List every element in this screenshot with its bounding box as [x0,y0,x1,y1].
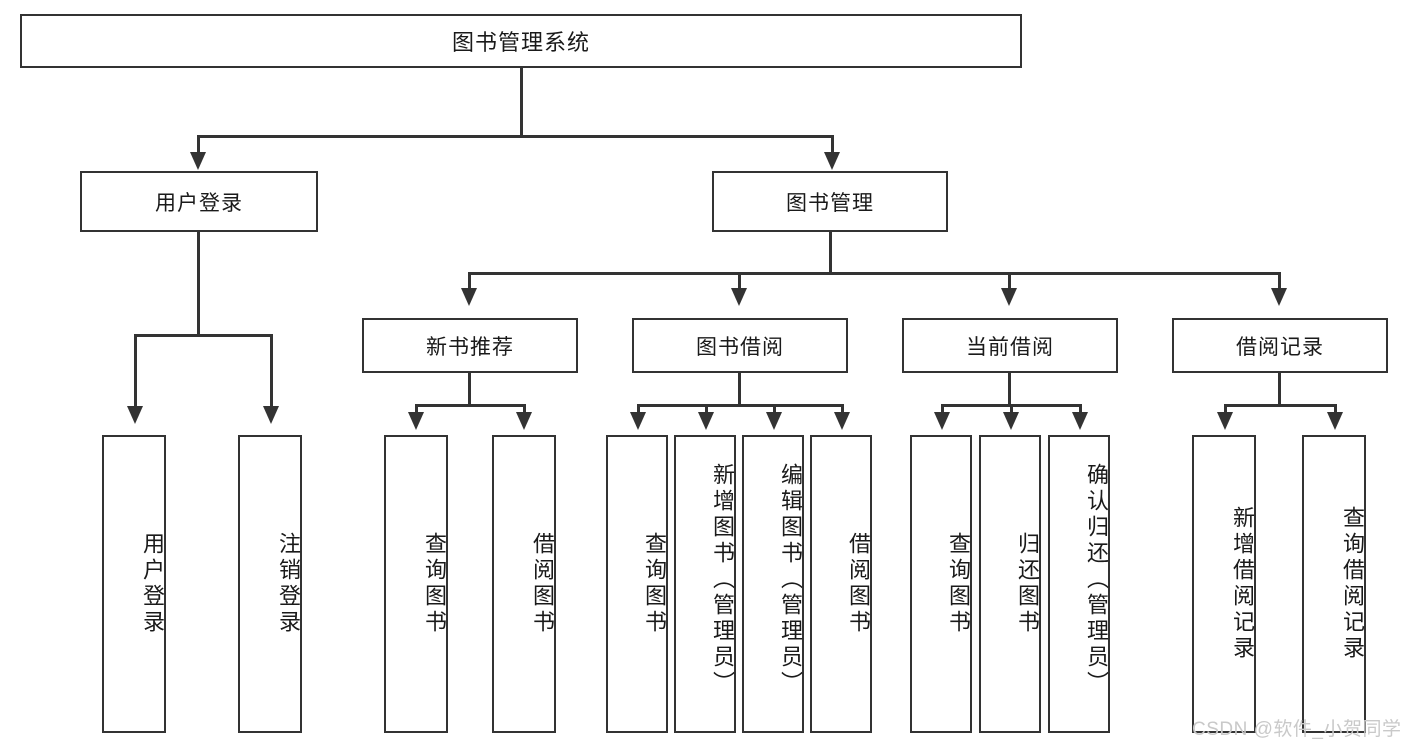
connector-user-login-trunk [197,232,200,336]
connector-book-borrow-split-bar [637,404,844,407]
connector-borrow-record-split-bar [1224,404,1336,407]
connector-current-borrow-l3 [1079,404,1082,418]
connector-root-split-bar [197,135,834,138]
connector-root-to-book-mgmt [831,135,834,159]
connector-new-book-l1 [415,404,418,418]
arrow-down-icon [934,412,950,430]
node-new-book-recommend[interactable]: 新书推荐 [362,318,578,373]
connector-current-borrow-l1 [941,404,944,418]
arrow-down-icon [1271,288,1287,306]
connector-borrow-record-trunk [1278,373,1281,406]
arrow-down-icon [1001,288,1017,306]
leaf-book-borrow-query[interactable]: 查询图书 [606,435,668,733]
connector-book-mgmt-c2 [738,272,741,294]
connector-current-borrow-l2 [1010,404,1013,418]
leaf-user-login-login[interactable]: 用户登录 [102,435,166,733]
connector-book-borrow-l3 [773,404,776,418]
leaf-book-borrow-add[interactable]: 新增图书（管理员） [674,435,736,733]
leaf-new-book-query[interactable]: 查询图书 [384,435,448,733]
connector-book-borrow-l1 [637,404,640,418]
arrow-down-icon [516,412,532,430]
arrow-down-icon [461,288,477,306]
connector-new-book-l2 [523,404,526,418]
arrow-down-icon [1072,412,1088,430]
node-root-system[interactable]: 图书管理系统 [20,14,1022,68]
arrow-down-icon [698,412,714,430]
connector-borrow-record-l2 [1334,404,1337,418]
connector-user-login-right [270,334,273,412]
leaf-borrow-record-add[interactable]: 新增借阅记录 [1192,435,1256,733]
connector-root-trunk [520,68,523,137]
connector-book-mgmt-c4 [1278,272,1281,294]
connector-new-book-split-bar [415,404,525,407]
leaf-current-borrow-return[interactable]: 归还图书 [979,435,1041,733]
arrow-down-icon [1217,412,1233,430]
arrow-down-icon [408,412,424,430]
leaf-current-borrow-query[interactable]: 查询图书 [910,435,972,733]
connector-book-mgmt-c3 [1008,272,1011,294]
arrow-down-icon [127,406,143,424]
connector-root-to-user-login [197,135,200,159]
watermark-text: CSDN @软件_小贺同学 [1192,719,1402,740]
node-book-management[interactable]: 图书管理 [712,171,948,232]
leaf-borrow-record-query[interactable]: 查询借阅记录 [1302,435,1366,733]
arrow-down-icon [190,152,206,170]
node-book-borrow[interactable]: 图书借阅 [632,318,848,373]
arrow-down-icon [1003,412,1019,430]
arrow-down-icon [834,412,850,430]
arrow-down-icon [731,288,747,306]
arrow-down-icon [1327,412,1343,430]
node-current-borrow[interactable]: 当前借阅 [902,318,1118,373]
arrow-down-icon [766,412,782,430]
connector-book-borrow-l2 [705,404,708,418]
connector-user-login-split-bar [134,334,272,337]
arrow-down-icon [263,406,279,424]
connector-book-mgmt-trunk [829,232,832,274]
node-user-login[interactable]: 用户登录 [80,171,318,232]
connector-borrow-record-l1 [1224,404,1227,418]
connector-book-borrow-trunk [738,373,741,406]
connector-new-book-trunk [468,373,471,406]
leaf-book-borrow-borrow[interactable]: 借阅图书 [810,435,872,733]
connector-book-borrow-l4 [841,404,844,418]
arrow-down-icon [824,152,840,170]
leaf-book-borrow-edit[interactable]: 编辑图书（管理员） [742,435,804,733]
arrow-down-icon [630,412,646,430]
leaf-new-book-borrow[interactable]: 借阅图书 [492,435,556,733]
leaf-user-login-logout[interactable]: 注销登录 [238,435,302,733]
connector-book-mgmt-c1 [468,272,471,294]
connector-book-mgmt-split-bar [468,272,1280,275]
connector-current-borrow-trunk [1008,373,1011,406]
leaf-current-borrow-confirm[interactable]: 确认归还（管理员） [1048,435,1110,733]
node-borrow-record[interactable]: 借阅记录 [1172,318,1388,373]
connector-user-login-left [134,334,137,412]
